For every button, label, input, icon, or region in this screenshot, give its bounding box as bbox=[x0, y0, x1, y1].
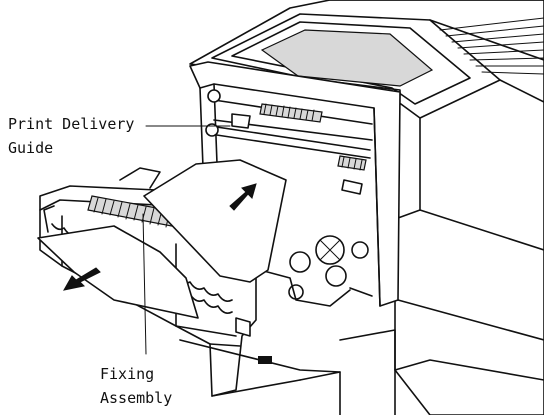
paper-arrows bbox=[63, 183, 257, 291]
print-delivery-guide-label: Print Delivery Guide bbox=[8, 112, 134, 160]
print-delivery-guide bbox=[231, 103, 367, 195]
print-delivery-guide-label-line1: Print Delivery bbox=[8, 115, 135, 133]
arrow-into-printer-icon bbox=[229, 183, 257, 211]
gear-assembly bbox=[259, 235, 373, 307]
fixing-assembly-label: Fixing Assembly bbox=[100, 362, 172, 410]
model-badge bbox=[258, 356, 272, 364]
callout-leaders bbox=[142, 125, 231, 355]
fixing-assembly-leader bbox=[142, 213, 147, 355]
arrow-out-of-printer-icon bbox=[63, 267, 101, 291]
fixing-assembly-label-line1: Fixing bbox=[100, 365, 155, 383]
print-delivery-guide-label-line2: Guide bbox=[8, 139, 54, 157]
fixing-assembly-label-line2: Assembly bbox=[100, 389, 173, 407]
